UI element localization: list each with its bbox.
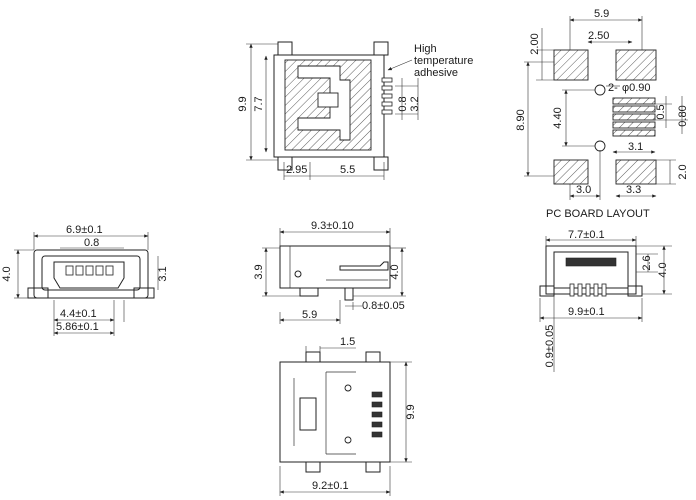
pcb-hole-top <box>594 84 606 96</box>
top-dim-right-offset: 5.5 <box>340 164 355 176</box>
front-opening <box>53 261 125 289</box>
top-shell-shape <box>297 65 351 141</box>
pcb-layout-view: 5.9 2.50 2.00 2- φ0.90 8.90 4.40 0.5 0.8… <box>515 8 689 220</box>
side-dim-tab-offset: 5.9 <box>302 309 317 321</box>
side-pin <box>344 287 354 301</box>
pcb-layout-title: PC BOARD LAYOUT <box>546 208 650 220</box>
top-note-line3: adhesive <box>414 67 458 79</box>
pcb-hole-spec: 2- <box>608 82 618 94</box>
front-view: 6.9±0.1 0.8 4.0 3.1 4.4±0.1 5.86±0.1 <box>1 224 169 336</box>
top-dim-pin-pitch: 0.8 <box>397 96 409 111</box>
side-body-outline <box>279 245 391 289</box>
pcb-dim-bottom-left: 3.0 <box>576 184 591 196</box>
rear-foot-right <box>627 285 643 297</box>
bottom-tab-tr <box>365 351 381 363</box>
pcb-dim-pin-field-width: 3.1 <box>628 141 643 153</box>
rear-view: 7.7±0.1 2.6 4.0 9.9±0.1 0.9±0.05 <box>539 229 672 372</box>
front-shell-inner <box>41 255 141 291</box>
side-dim-height-left: 3.9 <box>253 264 265 279</box>
bottom-tab-bl <box>305 461 321 473</box>
top-tab-tr <box>373 41 389 56</box>
rear-shell-outline <box>545 245 637 295</box>
pcb-hole-dia: φ0.90 <box>622 82 651 94</box>
pcb-dim-height-inner: 4.40 <box>552 107 564 128</box>
top-dim-height-overall: 9.9 <box>237 96 249 111</box>
bottom-dim-height: 9.9 <box>405 404 417 419</box>
side-dim-pin-thickness: 0.8±0.05 <box>362 300 405 312</box>
pcb-dim-inner-width: 2.50 <box>588 30 609 42</box>
top-tab-tl <box>277 41 293 56</box>
front-dim-overall-width: 5.86±0.1 <box>56 321 99 333</box>
pcb-hole-bottom <box>594 140 606 152</box>
pcb-pad-br <box>615 159 657 185</box>
rear-contact-strip <box>565 257 617 267</box>
bottom-tab-tl <box>305 351 321 363</box>
front-dim-width-outer: 6.9±0.1 <box>66 224 103 236</box>
rear-foot-left <box>539 285 555 297</box>
bottom-contacts <box>371 391 383 438</box>
top-center-window <box>317 92 339 108</box>
pcb-pad-tr <box>615 49 657 81</box>
top-dim-left-offset: 2.95 <box>286 164 307 176</box>
front-contacts <box>65 265 114 276</box>
rear-dim-tab-thickness: 0.9±0.05 <box>544 325 556 368</box>
top-tab-br <box>373 156 389 171</box>
pcb-pad-bl <box>553 159 589 185</box>
side-foot-left <box>299 287 319 297</box>
top-view: High temperature adhesive 9.9 7.7 0.8 3.… <box>237 41 473 180</box>
front-dim-opening: 0.8 <box>84 237 99 249</box>
pcb-pad-tl <box>553 49 589 81</box>
top-pins <box>381 77 393 115</box>
rear-shell-inner <box>553 251 629 289</box>
front-dim-height: 4.0 <box>1 266 13 281</box>
front-shell-outline <box>33 249 149 299</box>
pcb-dim-pin-pitch: 0.5 <box>655 104 667 119</box>
top-note-line1: High <box>414 43 437 55</box>
rear-dim-height-b: 4.0 <box>657 262 669 277</box>
top-dim-pin-span: 3.2 <box>409 96 421 111</box>
rear-dim-width-bottom: 9.9±0.1 <box>568 306 605 318</box>
pcb-dim-pad-height: 2.00 <box>529 33 541 54</box>
top-dim-height-inner: 7.7 <box>253 96 265 111</box>
bottom-view: 1.5 9.9 9.2±0.1 <box>279 336 417 496</box>
bottom-dim-offset: 1.5 <box>340 336 355 348</box>
front-dim-inner-width: 4.4±0.1 <box>60 308 97 320</box>
rear-pins <box>569 283 607 297</box>
bottom-tab-br <box>365 461 381 473</box>
rear-dim-width-top: 7.7±0.1 <box>568 229 605 241</box>
bottom-dim-width: 9.2±0.1 <box>312 480 349 492</box>
front-foot-left <box>27 287 49 299</box>
pcb-dim-height-overall: 8.90 <box>515 109 527 130</box>
side-dim-length: 9.3±0.10 <box>311 220 354 232</box>
pcb-dim-pin-width: 0.80 <box>677 105 689 126</box>
bottom-body-outline <box>279 361 391 463</box>
side-post <box>294 270 302 278</box>
pcb-dim-width-top: 5.9 <box>594 8 609 20</box>
front-dim-inner-height: 3.1 <box>157 266 169 281</box>
bottom-slot <box>299 397 317 431</box>
top-note-line2: temperature <box>414 55 473 67</box>
rear-dim-height-a: 2.6 <box>641 255 653 270</box>
top-tab-bl <box>277 156 293 171</box>
side-dim-height-right: 4.0 <box>389 264 401 279</box>
bottom-post-bottom <box>344 436 352 444</box>
side-view: 9.3±0.10 3.9 4.0 5.9 0.8±0.05 <box>253 220 406 324</box>
bottom-post-top <box>344 384 352 392</box>
pcb-dim-bottom-right: 3.3 <box>626 184 641 196</box>
front-foot-right <box>133 287 155 299</box>
pcb-dim-bottom-pad-height: 2.0 <box>677 164 689 179</box>
pcb-signal-pads <box>612 97 656 137</box>
side-latch <box>339 261 389 271</box>
